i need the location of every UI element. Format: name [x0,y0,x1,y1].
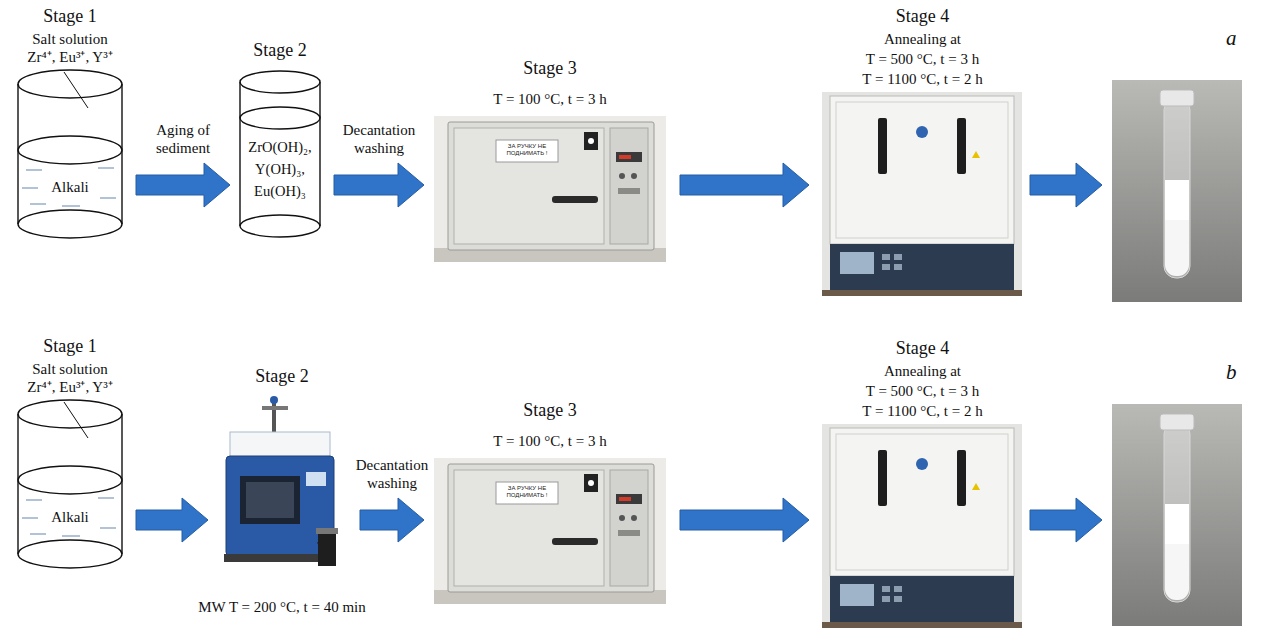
stage-text: Alkali [51,178,89,196]
block-arrow [136,163,230,207]
oven-sign-text: ЗА РУЧКУ НЕ ПОДНИМАТЬ ! [496,143,558,157]
microwave-reactor [224,396,338,566]
stage-heading: Stage 1 [43,336,97,358]
powder-tube-photo [1112,80,1242,302]
stage-node: Stage 2 ZrO(OH)₂, Y(OH)₃, Eu(OH)₃ [236,40,324,240]
stage-heading: Stage 2 [253,40,307,62]
stage-heading: Stage 1 [43,6,97,28]
stage-heading: Stage 4 [896,6,950,28]
stage-node: Stage 4 Annealing at T = 500 °C, t = 3 h T … [815,336,1030,630]
arrow-label: Decantation washing [329,121,429,157]
stage-heading: Stage 2 [255,366,309,388]
arrow-label: Aging of sediment [133,121,233,157]
block-arrow [680,163,809,207]
stage-text: T = 1100 °C, t = 2 h [862,70,982,88]
oven-sign-text: ЗА РУЧКУ НЕ ПОДНИМАТЬ ! [496,485,558,499]
figure-letter: b [1226,360,1237,385]
stage-node: Stage 1 Salt solutionZr⁴⁺, Eu³⁺, Y³⁺ Alkal… [14,334,126,570]
stage-text: Zr⁴⁺, Eu³⁺, Y³⁺ [27,378,112,396]
block-arrow [360,498,424,542]
stage-text: Annealing at [884,30,961,48]
stage-node: Stage 3 T = 100 °C, t = 3 h [430,398,670,604]
stage-node: Stage 3 T = 100 °C, t = 3 h [430,56,670,264]
stage-text: Annealing at [884,362,961,380]
figure-letter: a [1226,26,1237,51]
arrow-label: Decantation washing [342,456,442,492]
block-arrow [136,498,208,542]
beaker-drawing [18,400,122,568]
stage-text: MW T = 200 °C, t = 40 min [198,598,366,616]
stage-text: Salt solution [32,360,107,378]
beaker-drawing [240,71,320,237]
muffle-furnace-photo [822,424,1022,628]
stage-node: Stage 2MW T = 200 °C, t = 40 min [214,366,350,620]
stage-text: T = 500 °C, t = 3 h [866,382,979,400]
block-arrow [1030,163,1102,207]
stage-node: Stage 1 Salt solutionZr⁴⁺, Eu³⁺, Y³⁺ Alkal… [14,4,126,240]
stage-text: T = 1100 °C, t = 2 h [862,402,982,420]
stage-heading: Stage 3 [523,58,577,80]
stage-text: ZrO(OH)₂, Y(OH)₃, Eu(OH)₃ [240,136,320,202]
drying-oven-photo [434,458,666,604]
muffle-furnace-photo [822,92,1022,296]
beaker-drawing [18,70,122,238]
block-arrow [1030,498,1102,542]
block-arrow [680,498,809,542]
block-arrow [334,163,424,207]
stage-text: Salt solution [32,30,107,48]
stage-node: Stage 4 Annealing at T = 500 °C, t = 3 h T … [815,4,1030,302]
stage-text: Alkali [51,508,89,526]
stage-text: T = 500 °C, t = 3 h [866,50,979,68]
stage-heading: Stage 4 [896,338,950,360]
stage-heading: Stage 3 [523,400,577,422]
stage-text: T = 100 °C, t = 3 h [493,432,606,450]
drying-oven-photo [434,116,666,262]
stage-text: Zr⁴⁺, Eu³⁺, Y³⁺ [27,48,112,66]
stage-text: T = 100 °C, t = 3 h [493,90,606,108]
powder-tube-photo [1112,404,1242,626]
